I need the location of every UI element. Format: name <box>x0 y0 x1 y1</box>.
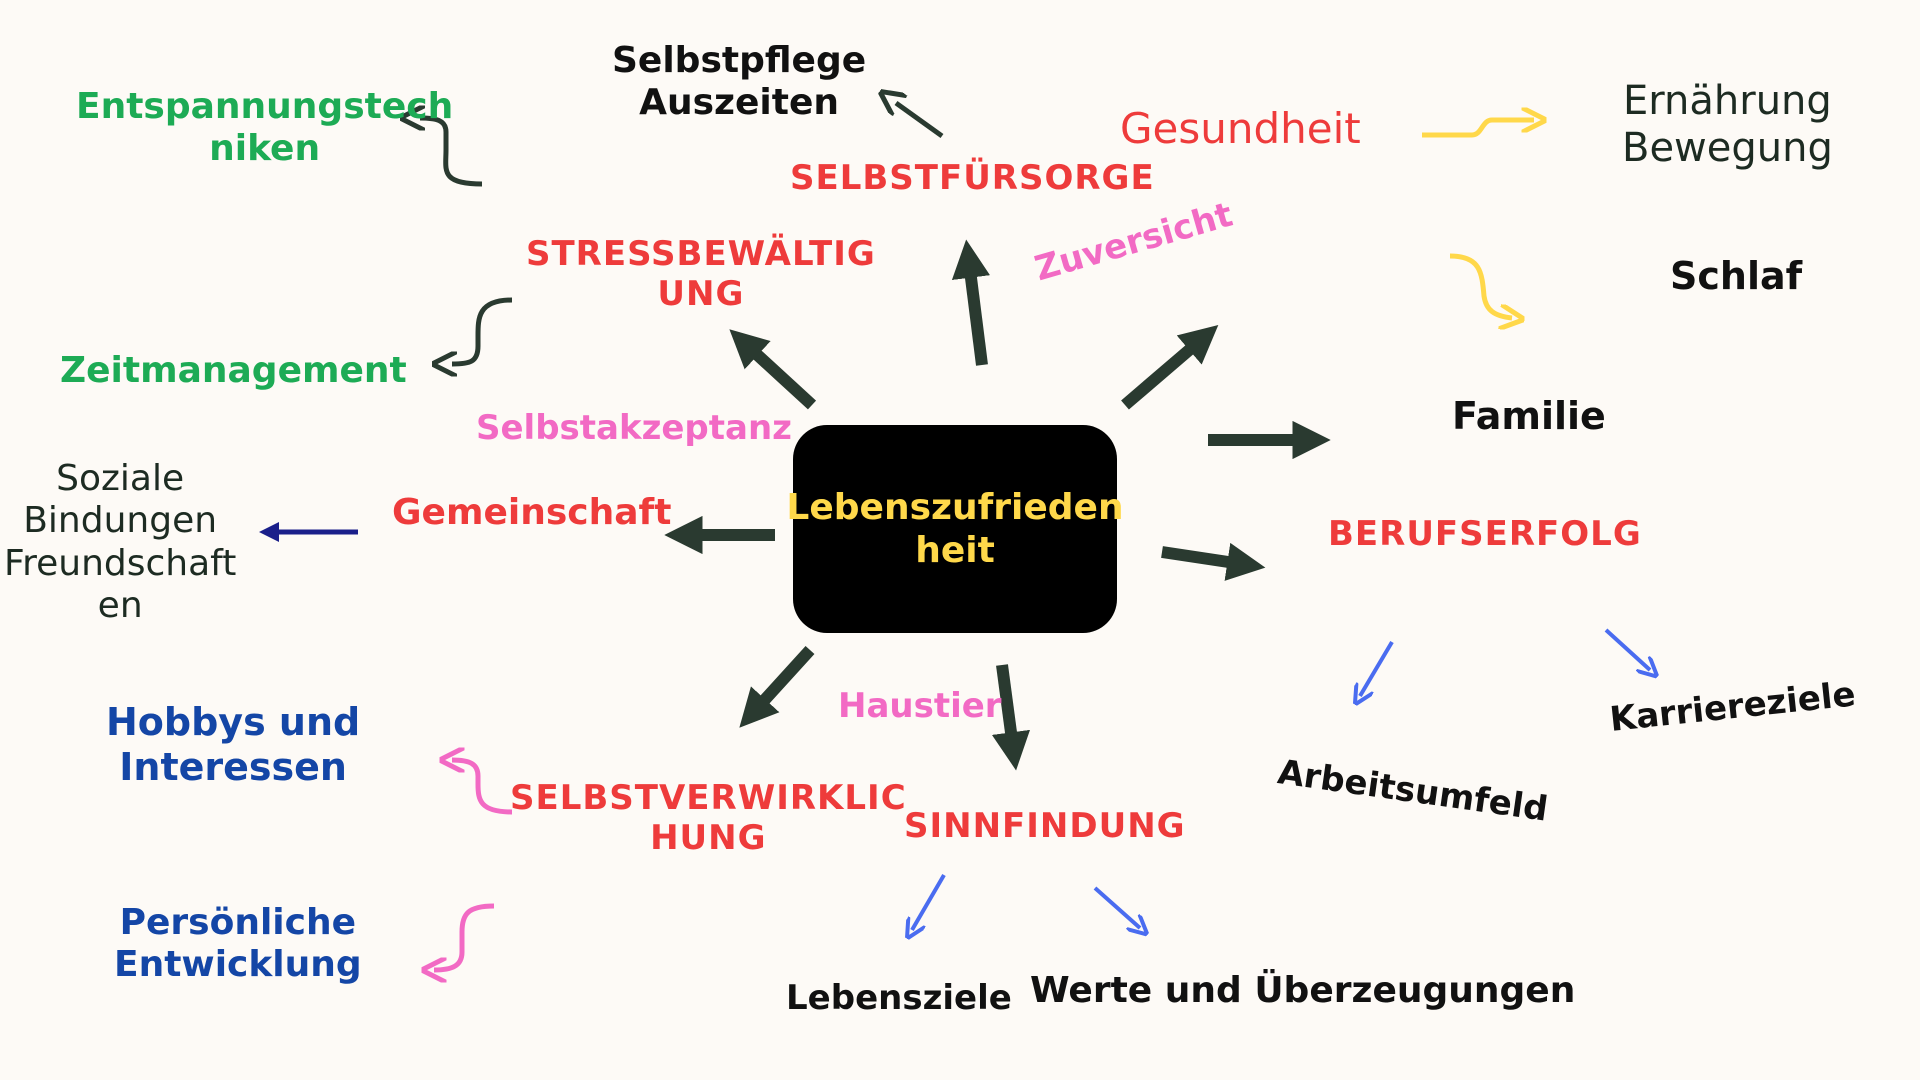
arrow-to-sinnfindung <box>991 664 1031 771</box>
leaf-ernaehrung-bewegung: Ernährung Bewegung <box>1622 78 1833 172</box>
arrow-to-entspannung <box>420 118 483 187</box>
arrow-to-zuversicht <box>1121 325 1219 410</box>
branch-sinnfindung: SINNFINDUNG <box>904 806 1186 846</box>
branch-stressbewaeltigung: STRESSBEWÄLTIG UNG <box>526 234 876 315</box>
leaf-soziale-bindungen: Soziale Bindungen Freundschaft en <box>4 458 237 627</box>
branch-berufserfolg: BERUFSERFOLG <box>1328 514 1642 554</box>
arrow-to-selbstverwirklichung <box>739 645 815 728</box>
leaf-schlaf: Schlaf <box>1670 254 1803 298</box>
leaf-entspannungstechniken: Entspannungstech niken <box>76 86 454 170</box>
label-selbstakzeptanz: Selbstakzeptanz <box>476 408 792 448</box>
leaf-hobbys: Hobbys und Interessen <box>106 700 361 789</box>
leaf-persoenliche-entwicklung: Persönliche Entwicklung <box>114 902 362 986</box>
branch-selbstfuersorge: SELBSTFÜRSORGE <box>790 158 1155 198</box>
arrow-to-zeitmanagement <box>452 297 513 364</box>
arrow-to-selbstpflege <box>896 103 944 139</box>
center-node: Lebenszufrieden heit <box>786 425 1124 633</box>
arrow-to-werte <box>1093 886 1140 928</box>
label-haustier: Haustier <box>838 686 1002 726</box>
leaf-werte: Werte und Überzeugungen <box>1030 970 1576 1011</box>
arrow-to-lebensziele <box>912 873 946 930</box>
leaf-lebensziele: Lebensziele <box>786 978 1012 1018</box>
arrow-to-stressbewaeltigung <box>729 329 817 410</box>
arrow-to-ernaehrung <box>1422 120 1534 138</box>
arrow-to-persoenlich <box>434 903 495 970</box>
center-label: Lebenszufrieden heit <box>786 486 1124 571</box>
branch-gemeinschaft: Gemeinschaft <box>392 492 672 533</box>
arrow-to-berufserfolg <box>1161 542 1266 581</box>
arrow-to-schlaf <box>1449 253 1512 318</box>
arrow-to-karriereziele <box>1604 628 1650 670</box>
leaf-zeitmanagement: Zeitmanagement <box>60 350 407 391</box>
arrow-to-arbeitsumfeld <box>1360 640 1394 696</box>
arrow-to-hobbys <box>452 760 513 815</box>
label-familie: Familie <box>1452 394 1606 438</box>
branch-gesundheit: Gesundheit <box>1120 104 1361 153</box>
branch-selbstverwirklichung: SELBSTVERWIRKLIC HUNG <box>510 778 907 859</box>
arrow-to-selbstfuersorge <box>951 239 991 366</box>
leaf-selbstpflege: Selbstpflege Auszeiten <box>612 40 867 124</box>
